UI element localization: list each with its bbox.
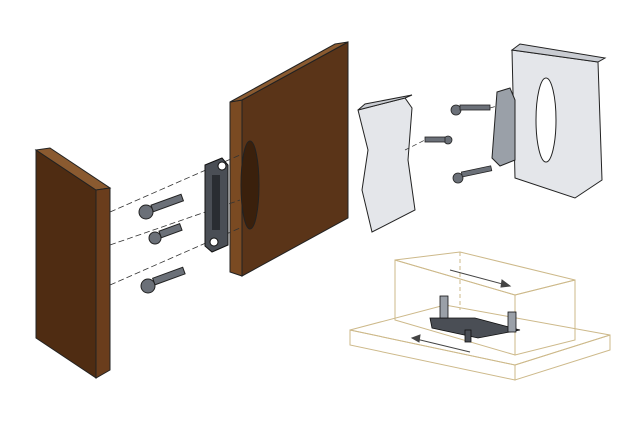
gray-bracket	[491, 87, 516, 167]
schematic-assembly	[349, 251, 611, 381]
screws-left	[138, 193, 186, 294]
screw-icon	[138, 193, 185, 220]
screw-icon	[452, 165, 493, 184]
screw-icon	[140, 266, 186, 294]
screw-icon	[148, 223, 183, 245]
screws-right	[424, 104, 493, 184]
right-wood-block	[229, 41, 349, 277]
slide-arrows	[410, 269, 512, 353]
screw-icon	[450, 104, 491, 116]
gray-right-block	[510, 43, 607, 199]
schematic-bracket	[429, 295, 521, 343]
gray-left-block	[357, 94, 416, 233]
bracket	[204, 157, 229, 253]
gray-alignment-lines	[404, 105, 498, 151]
screw-icon	[424, 135, 453, 145]
left-wood-block	[34, 147, 112, 379]
